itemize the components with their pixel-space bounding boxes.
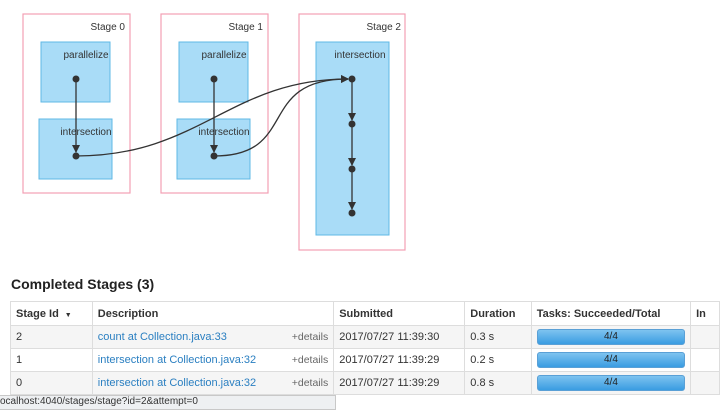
browser-status-bar-url: ocalhost:4040/stages/stage?id=2&attempt=…	[0, 395, 336, 410]
details-toggle[interactable]: +details	[291, 331, 329, 343]
rdd-dot[interactable]	[72, 75, 80, 83]
rdd-node-label: parallelize	[63, 50, 108, 61]
tasks-progress-bar: 4/4	[536, 375, 686, 391]
column-header-tasks[interactable]: Tasks: Succeeded/Total	[530, 301, 692, 326]
details-toggle[interactable]: +details	[291, 354, 329, 366]
stage-label: Stage 2	[367, 22, 402, 33]
description-cell: intersection at Collection.java:32 +detai…	[91, 371, 335, 395]
tasks-progress-bar: 4/4	[536, 329, 686, 345]
column-header-submitted[interactable]: Submitted	[333, 301, 466, 326]
input-cell	[690, 325, 720, 349]
input-cell	[690, 371, 720, 395]
rdd-dot[interactable]	[348, 75, 356, 83]
rdd-node-label: intersection	[60, 127, 111, 138]
stage-id-cell: 0	[10, 371, 93, 395]
stage-cluster-0[interactable]: Stage 0 parallelize intersection	[22, 13, 131, 194]
stage-description-link[interactable]: count at Collection.java:33	[97, 331, 227, 343]
table-row: 1 intersection at Collection.java:32 +det…	[10, 348, 720, 372]
submitted-cell: 2017/07/27 11:39:29	[333, 371, 466, 395]
rdd-dot[interactable]	[348, 165, 356, 173]
edge	[213, 75, 349, 157]
column-header-description[interactable]: Description	[91, 301, 335, 326]
stage-description-link[interactable]: intersection at Collection.java:32	[97, 377, 257, 389]
sort-desc-icon: ▼	[64, 311, 72, 319]
duration-cell: 0.3 s	[464, 325, 532, 349]
submitted-cell: 2017/07/27 11:39:30	[333, 325, 466, 349]
rdd-node-label: intersection	[198, 127, 249, 138]
tasks-cell: 4/4	[530, 348, 692, 372]
rdd-node-label: parallelize	[201, 50, 246, 61]
stage-id-cell: 1	[10, 348, 93, 372]
column-header-duration[interactable]: Duration	[464, 301, 532, 326]
rdd-dot[interactable]	[72, 152, 80, 160]
column-header-stage-id[interactable]: Stage Id ▼	[10, 301, 93, 326]
completed-stages-table: Stage Id ▼ Description Submitted Duration…	[10, 301, 720, 395]
details-toggle[interactable]: +details	[291, 377, 329, 389]
section-title-completed-stages: Completed Stages (3)	[11, 276, 155, 292]
table-header-row: Stage Id ▼ Description Submitted Duration…	[10, 301, 720, 326]
edge	[75, 75, 349, 157]
submitted-cell: 2017/07/27 11:39:29	[333, 348, 466, 372]
table-row: 2 count at Collection.java:33 +details 20…	[10, 325, 720, 349]
duration-cell: 0.8 s	[464, 371, 532, 395]
rdd-dot[interactable]	[210, 152, 218, 160]
rdd-dot[interactable]	[348, 209, 356, 217]
tasks-cell: 4/4	[530, 371, 692, 395]
rdd-node-label: intersection	[334, 50, 385, 61]
description-cell: intersection at Collection.java:32 +detai…	[91, 348, 335, 372]
stage-label: Stage 1	[229, 22, 264, 33]
stage-description-link[interactable]: intersection at Collection.java:32	[97, 354, 257, 366]
tasks-cell: 4/4	[530, 325, 692, 349]
rdd-dot[interactable]	[348, 120, 356, 128]
dag-edges	[72, 75, 356, 210]
duration-cell: 0.2 s	[464, 348, 532, 372]
description-cell: count at Collection.java:33 +details	[91, 325, 335, 349]
stage-id-cell: 2	[10, 325, 93, 349]
column-header-label: Stage Id	[16, 307, 59, 320]
tasks-progress-bar: 4/4	[536, 352, 686, 368]
stage-label: Stage 0	[91, 22, 126, 33]
input-cell	[690, 348, 720, 372]
dag-dots	[72, 75, 356, 217]
rdd-dot[interactable]	[210, 75, 218, 83]
column-header-input[interactable]: In	[690, 301, 720, 326]
table-row: 0 intersection at Collection.java:32 +det…	[10, 371, 720, 395]
dag-visualization: Stage 0 parallelize intersection Stage 1…	[22, 13, 406, 251]
